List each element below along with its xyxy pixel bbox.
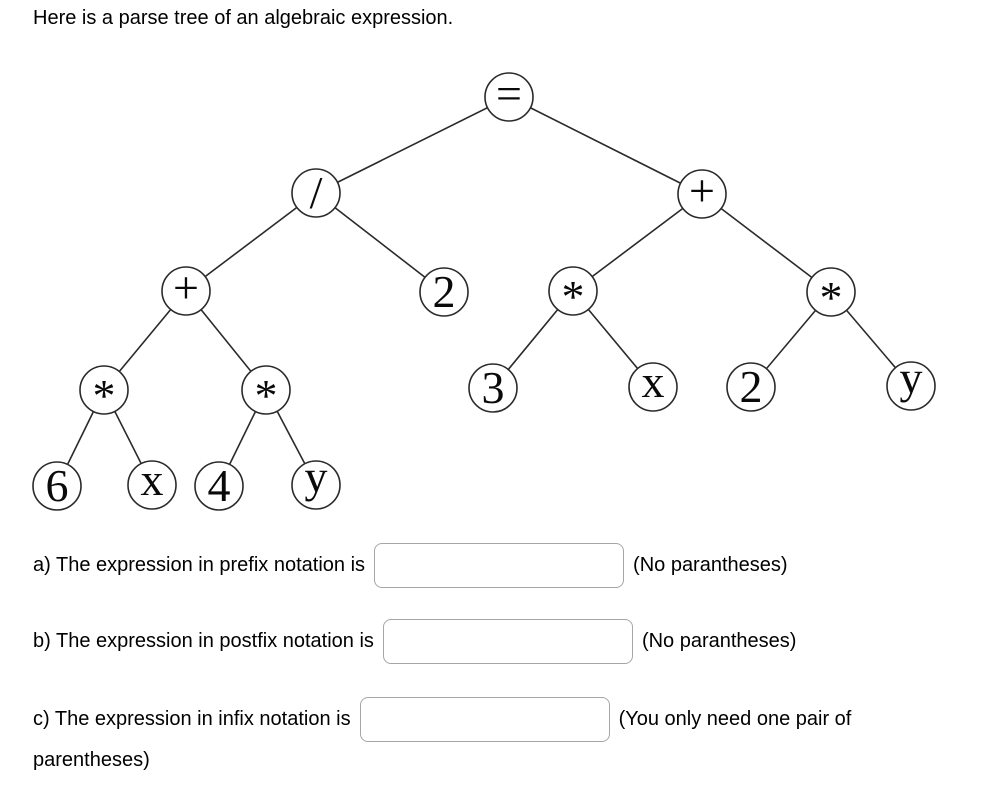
question-b-suffix: (No parantheses) (641, 629, 797, 652)
tree-node-mul-right: * (806, 267, 856, 323)
tree-edge-plus-right-mul-right (701, 193, 832, 293)
tree-node-label: 3 (482, 362, 505, 413)
tree-node-circle (726, 362, 776, 412)
tree-node-label: * (255, 370, 278, 421)
tree-node-two-a: 2 (419, 266, 469, 317)
tree-node-div: / (291, 167, 341, 218)
tree-node-eq: = (484, 68, 534, 122)
tree-node-label: x (141, 454, 164, 505)
tree-node-label: = (496, 68, 522, 119)
question-c-suffix-continued: parentheses) (33, 749, 150, 771)
tree-edge-div-two-a (315, 192, 445, 293)
tree-node-circle (886, 361, 936, 411)
tree-node-four: 4 (194, 460, 244, 511)
tree-node-circle (241, 365, 291, 415)
tree-edge-div-plus-left (185, 192, 317, 292)
tree-node-label: 4 (208, 460, 231, 511)
tree-node-x-mid: x (628, 356, 678, 412)
tree-edge-eq-div (315, 96, 510, 194)
tree-node-circle (806, 267, 856, 317)
question-row-a: a) The expression in prefix notation is … (33, 542, 788, 588)
page-title: Here is a parse tree of an algebraic exp… (33, 7, 454, 29)
tree-node-label: x (642, 356, 665, 407)
question-c-label: c) The expression in infix notation is (33, 707, 351, 730)
tree-node-plus-right: + (677, 165, 727, 219)
tree-node-label: + (173, 262, 199, 313)
tree-node-label: * (562, 271, 585, 322)
tree-node-circle (32, 461, 82, 511)
tree-node-circle (628, 362, 678, 412)
tree-node-circle (194, 461, 244, 511)
tree-node-label: 6 (46, 460, 69, 511)
tree-node-mul-left-1: * (79, 365, 129, 421)
tree-node-label: * (820, 272, 843, 323)
tree-node-mul-left-2: * (241, 365, 291, 421)
tree-node-circle (419, 267, 469, 317)
tree-node-circle (291, 460, 341, 510)
question-row-c: c) The expression in infix notation is (… (33, 696, 851, 742)
tree-node-circle (291, 168, 341, 218)
tree-node-circle (484, 72, 534, 122)
tree-node-label: y (900, 352, 923, 403)
tree-node-label: y (305, 451, 328, 502)
tree-node-label: 2 (740, 361, 763, 412)
tree-edge-eq-plus-right (508, 96, 703, 195)
tree-edge-plus-right-mul-mid (572, 193, 703, 292)
tree-node-two-b: 2 (726, 361, 776, 412)
tree-node-six: 6 (32, 460, 82, 511)
tree-node-circle (677, 169, 727, 219)
tree-node-x-left: x (127, 454, 177, 510)
question-b-label: b) The expression in postfix notation is (33, 629, 374, 652)
tree-node-label: + (689, 165, 715, 216)
question-a-label: a) The expression in prefix notation is (33, 553, 366, 576)
tree-node-y-left: y (291, 451, 341, 510)
tree-node-label: * (93, 370, 116, 421)
tree-node-three: 3 (468, 362, 518, 413)
tree-node-mul-mid: * (548, 266, 598, 322)
question-c-suffix: (You only need one pair of (618, 707, 852, 730)
postfix-notation-input[interactable] (382, 618, 633, 664)
tree-node-circle (548, 266, 598, 316)
question-row-b: b) The expression in postfix notation is… (33, 618, 796, 664)
tree-node-y-right: y (886, 352, 936, 411)
tree-node-circle (79, 365, 129, 415)
tree-node-circle (127, 460, 177, 510)
prefix-notation-input[interactable] (374, 542, 625, 588)
tree-node-circle (161, 266, 211, 316)
question-a-suffix: (No parantheses) (633, 553, 788, 576)
tree-node-plus-left: + (161, 262, 211, 316)
tree-node-label: 2 (433, 266, 456, 317)
tree-node-label: / (310, 167, 323, 218)
tree-node-circle (468, 363, 518, 413)
infix-notation-input[interactable] (359, 696, 610, 742)
